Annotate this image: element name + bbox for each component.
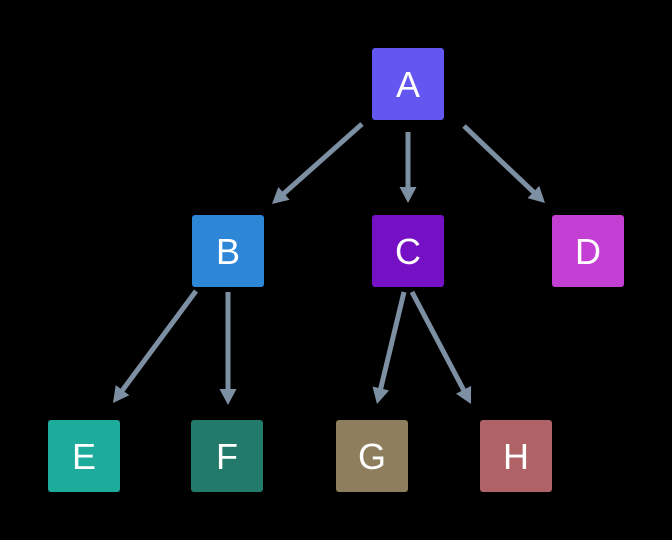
edge-C-H: [409, 290, 472, 404]
node-H-label: H: [503, 436, 529, 477]
node-A-label: A: [396, 64, 420, 105]
edge-C-G: [372, 291, 407, 404]
node-D-box: [552, 215, 624, 287]
edge-line: [462, 124, 537, 196]
node-E-label: E: [72, 436, 96, 477]
node-D-label: D: [575, 231, 601, 272]
edge-B-E: [113, 289, 199, 403]
node-F: F: [191, 420, 263, 492]
node-A: A: [372, 48, 444, 120]
edge-B-F: [219, 292, 237, 405]
edge-A-C: [399, 132, 417, 203]
node-C-box: [372, 215, 444, 287]
node-C: C: [372, 215, 444, 287]
arrowhead-icon: [113, 385, 130, 403]
node-G-box: [336, 420, 408, 492]
node-H: H: [480, 420, 552, 492]
edge-line: [409, 290, 467, 393]
edge-line: [280, 122, 364, 197]
edge-line: [119, 289, 199, 394]
arrowhead-icon: [456, 385, 472, 404]
node-F-label: F: [216, 436, 238, 477]
node-H-box: [480, 420, 552, 492]
arrowhead-icon: [527, 185, 545, 203]
arrowhead-icon: [219, 389, 237, 405]
node-B: B: [192, 215, 264, 287]
node-C-label: C: [395, 231, 421, 272]
node-D: D: [552, 215, 624, 287]
edge-line: [377, 291, 407, 391]
arrowhead-icon: [399, 187, 417, 203]
arrowhead-icon: [372, 386, 390, 404]
node-F-box: [191, 420, 263, 492]
edge-A-D: [462, 124, 545, 203]
node-B-box: [192, 215, 264, 287]
node-G-label: G: [358, 436, 386, 477]
node-G: G: [336, 420, 408, 492]
node-A-box: [372, 48, 444, 120]
arrowhead-icon: [272, 187, 290, 204]
node-E-box: [48, 420, 120, 492]
node-B-label: B: [216, 231, 240, 272]
node-E: E: [48, 420, 120, 492]
edge-A-B: [272, 122, 364, 204]
